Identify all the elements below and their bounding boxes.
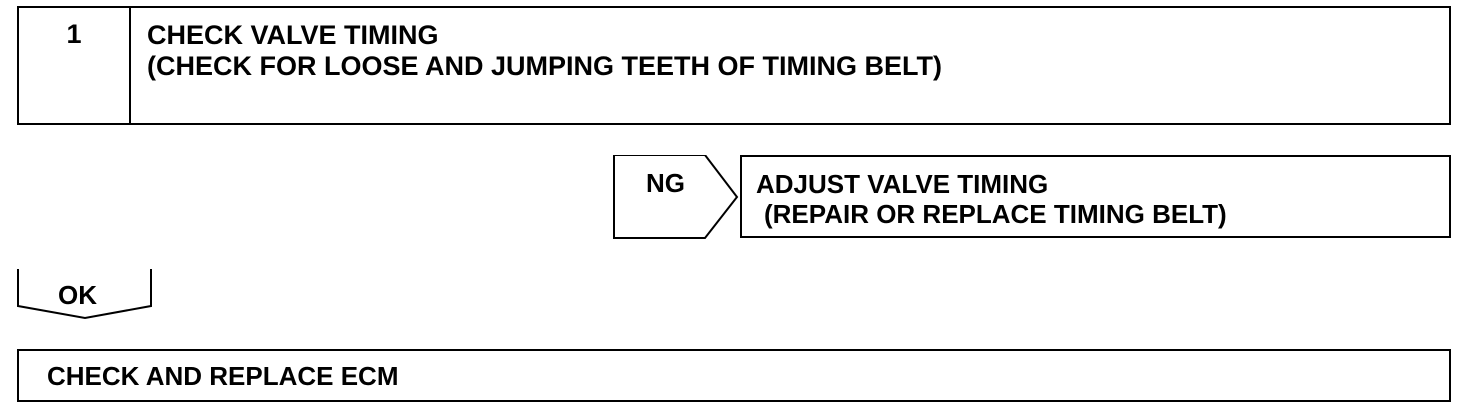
step-number-cell: 1 (19, 8, 131, 123)
ng-action-text: ADJUST VALVE TIMING (REPAIR OR REPLACE T… (756, 169, 1227, 229)
final-step-text: CHECK AND REPLACE ECM (47, 361, 399, 391)
ng-action-line-1: ADJUST VALVE TIMING (756, 169, 1049, 199)
step-title-line-1: CHECK VALVE TIMING (147, 20, 439, 50)
ok-label: OK (58, 280, 97, 310)
ng-action-box: ADJUST VALVE TIMING (REPAIR OR REPLACE T… (740, 155, 1451, 238)
ng-arrow-shape (613, 155, 739, 239)
final-step-box: CHECK AND REPLACE ECM (17, 349, 1451, 402)
step-title-line-2: (CHECK FOR LOOSE AND JUMPING TEETH OF TI… (147, 51, 942, 81)
ok-arrow-shape (17, 269, 152, 320)
ng-action-line-2: (REPAIR OR REPLACE TIMING BELT) (764, 199, 1227, 229)
step-box: 1 CHECK VALVE TIMING (CHECK FOR LOOSE AN… (17, 6, 1451, 125)
ng-label: NG (646, 168, 685, 198)
step-number: 1 (66, 19, 82, 49)
step-title: CHECK VALVE TIMING (CHECK FOR LOOSE AND … (147, 20, 942, 82)
